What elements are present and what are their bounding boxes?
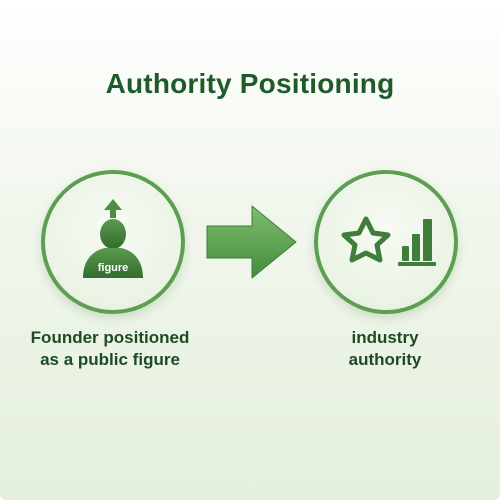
founder-person-icon: figure xyxy=(83,199,143,278)
authority-node xyxy=(314,170,458,314)
right-arrow-icon xyxy=(206,205,297,279)
up-arrow-icon xyxy=(104,199,122,218)
star-icon xyxy=(341,216,391,263)
bar-chart-icon xyxy=(398,219,436,266)
founder-caption-line-1: Founder positioned xyxy=(30,328,190,347)
diagram-title: Authority Positioning xyxy=(105,68,395,99)
founder-caption: Founder positioned as a public figure xyxy=(10,327,210,371)
founder-caption-line-2: as a public figure xyxy=(40,350,180,369)
authority-caption-line-1: industry xyxy=(351,328,419,347)
star-bar-chart-icon xyxy=(341,216,436,266)
founder-node: figure xyxy=(41,170,185,314)
authority-caption: industry authority xyxy=(290,327,480,371)
figure-label: figure xyxy=(98,262,129,274)
authority-caption-line-2: authority xyxy=(348,350,422,369)
